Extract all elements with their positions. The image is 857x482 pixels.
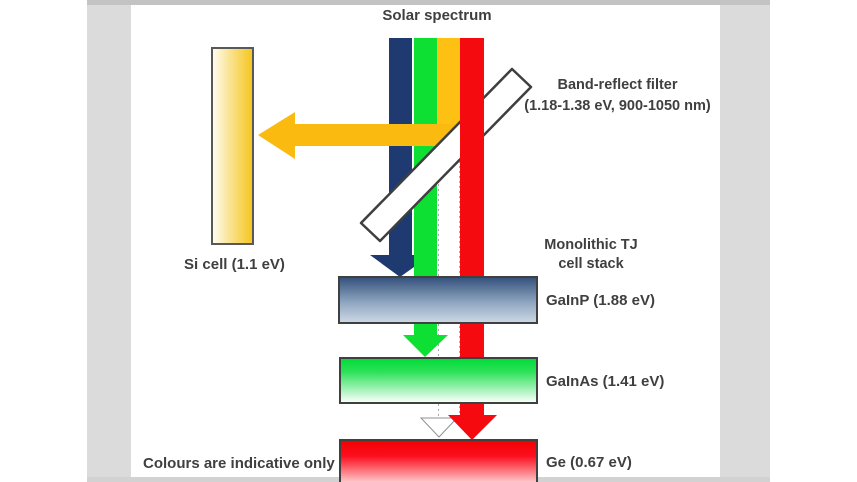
si-cell-label: Si cell (1.1 eV) <box>184 256 285 273</box>
ge-cell-shape <box>339 439 538 482</box>
red-band-arrow <box>448 38 497 440</box>
reflected-band-arrow <box>258 112 455 159</box>
right-gray-strip <box>720 0 770 482</box>
band-reflect-filter-label-line2: (1.18-1.38 eV, 900-1050 nm) <box>524 98 711 114</box>
top-gray-strip <box>87 0 770 5</box>
band-reflect-filter-label-line1: Band-reflect filter <box>557 77 678 93</box>
stack-label-line2: cell stack <box>558 256 624 272</box>
stack-label: Monolithic TJ cell stack <box>520 236 662 274</box>
gainp-cell-label: GaInP (1.88 eV) <box>546 292 655 309</box>
solar-spectrum-label: Solar spectrum <box>382 7 492 24</box>
blue-band-arrow <box>370 38 431 277</box>
gainas-cell-label: GaInAs (1.41 eV) <box>546 373 665 390</box>
band-reflect-filter-label: Band-reflect filter (1.18-1.38 eV, 900-1… <box>510 75 725 117</box>
left-gray-strip <box>87 0 131 482</box>
filtered-band-arrowhead <box>419 417 459 438</box>
gainp-cell-shape <box>338 276 538 324</box>
gainas-cell-shape <box>339 357 538 404</box>
ge-cell-label: Ge (0.67 eV) <box>546 454 632 471</box>
stack-label-line1: Monolithic TJ <box>544 237 638 253</box>
footnote-label: Colours are indicative only <box>143 455 335 472</box>
si-cell-shape <box>211 47 254 245</box>
